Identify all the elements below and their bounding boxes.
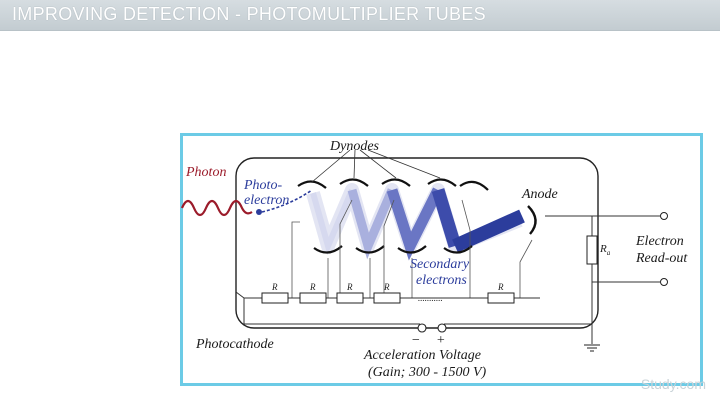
- watermark: Study.com: [640, 376, 706, 392]
- tube-outline: [235, 157, 599, 329]
- diagram-frame: [180, 133, 703, 386]
- photocathode-label: Photocathode: [195, 337, 274, 352]
- resistor-ellipsis: ...........: [418, 293, 443, 303]
- minus-terminal: [417, 323, 427, 333]
- readout-terminal-top: [660, 212, 668, 220]
- photon-label: Photon: [185, 165, 226, 180]
- photoelectron-path: [261, 189, 313, 213]
- resistor-chain: [261, 292, 515, 304]
- load-resistor: [586, 235, 598, 265]
- plus-terminal: [437, 323, 447, 333]
- photon-wave: [180, 199, 253, 217]
- anode-label: Anode: [521, 187, 558, 202]
- photoelectron-label-1: Photo-: [243, 178, 282, 193]
- plus-label: +: [436, 333, 445, 348]
- photoelectron-label-2: electron: [244, 193, 289, 208]
- load-resistor-label: Ra: [599, 243, 611, 257]
- gain-label: (Gain; 300 - 1500 V): [368, 365, 487, 380]
- cathode-lead: [243, 298, 420, 325]
- resistor-label-1: R: [271, 282, 278, 292]
- dynode-leaders: [311, 149, 441, 183]
- electron-beams: [306, 183, 525, 261]
- cathode-tick: [235, 291, 245, 299]
- readout-terminal-bottom: [660, 278, 668, 286]
- resistor-label-2: R: [309, 282, 316, 292]
- dynodes-label: Dynodes: [329, 139, 380, 154]
- minus-label: −: [411, 333, 420, 348]
- ground-symbol: [584, 344, 600, 352]
- acceleration-voltage-label: Acceleration Voltage: [363, 348, 481, 363]
- resistor-label-5: R: [497, 282, 504, 292]
- resistor-label-3: R: [346, 282, 353, 292]
- anode: [527, 205, 537, 235]
- secondary-electrons-label-1: Secondary: [410, 257, 470, 272]
- resistor-label-4: R: [383, 282, 390, 292]
- electron-readout-label-2: Read-out: [635, 251, 688, 266]
- photocathode-dot: [256, 209, 262, 215]
- slide-title: IMPROVING DETECTION - PHOTOMULTIPLIER TU…: [12, 4, 486, 24]
- dynode-taps: [291, 199, 533, 298]
- header-bar: IMPROVING DETECTION - PHOTOMULTIPLIER TU…: [0, 0, 720, 31]
- electron-readout-label-1: Electron: [635, 234, 684, 249]
- ground-lead: [444, 323, 593, 344]
- secondary-electrons-label-2: electrons: [416, 273, 467, 288]
